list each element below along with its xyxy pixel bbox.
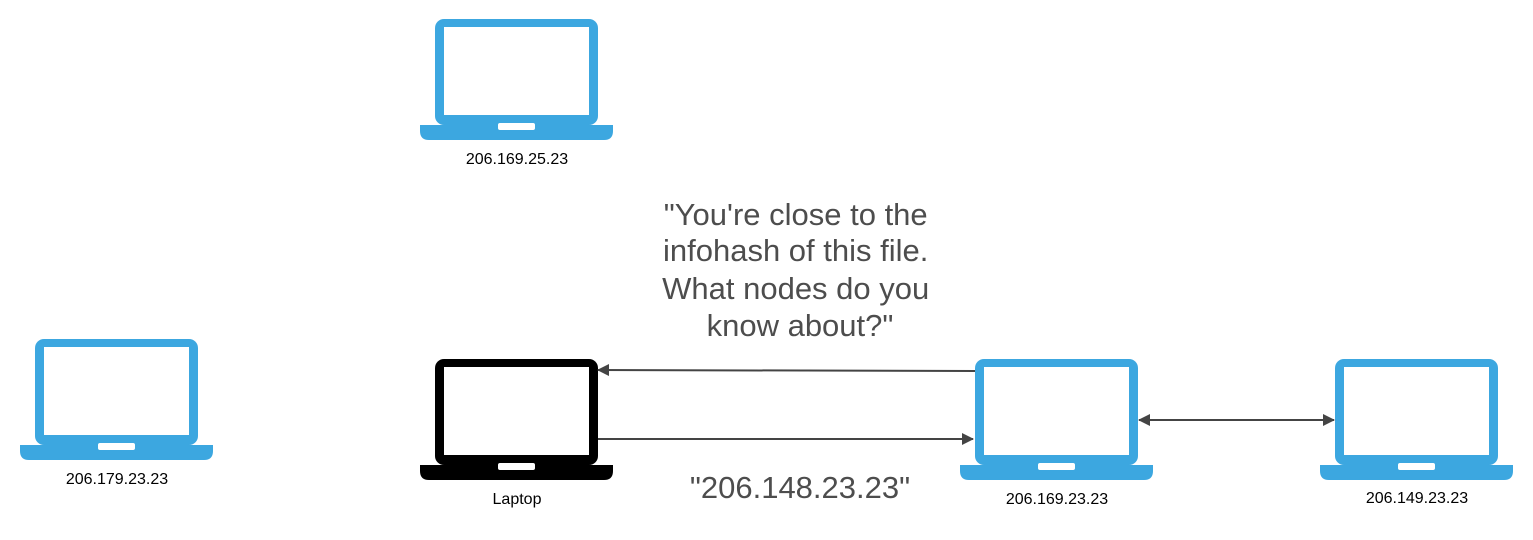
node-peer: 206.169.23.23 xyxy=(960,359,1153,508)
node-label: 206.149.23.23 xyxy=(1366,490,1468,507)
laptop-icon xyxy=(420,359,613,480)
query-line: know about?" xyxy=(707,308,894,343)
query-line: infohash of this file. xyxy=(663,233,928,268)
laptop-icon xyxy=(420,19,613,140)
query-line: "You're close to the xyxy=(664,197,928,232)
laptop-icon xyxy=(1320,359,1513,480)
node-label: 206.169.25.23 xyxy=(466,151,568,168)
node-label: 206.169.23.23 xyxy=(1006,491,1108,508)
query-message: "You're close to the infohash of this fi… xyxy=(662,197,938,343)
node-label: 206.179.23.23 xyxy=(66,471,168,488)
node-top: 206.169.25.23 xyxy=(420,19,613,168)
node-far-right: 206.149.23.23 xyxy=(1320,359,1513,507)
node-self: Laptop xyxy=(420,359,613,508)
query-arrow xyxy=(597,364,976,377)
query-line: What nodes do you xyxy=(662,271,929,306)
node-label: Laptop xyxy=(493,491,542,508)
laptop-icon xyxy=(960,359,1153,480)
reply-message: "206.148.23.23" xyxy=(690,470,910,505)
node-far-left: 206.179.23.23 xyxy=(20,339,213,488)
laptop-icon xyxy=(20,339,213,460)
